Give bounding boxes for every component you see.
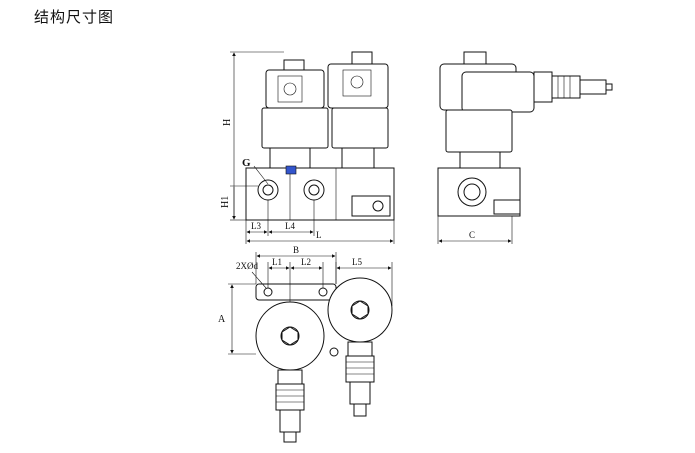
label-L5: L5 <box>352 257 362 267</box>
top-view <box>255 277 393 443</box>
label-C: C <box>469 230 475 240</box>
side-view <box>437 51 613 217</box>
label-A: A <box>218 314 226 325</box>
front-view <box>245 51 395 221</box>
side-dimensions <box>437 216 513 244</box>
page-title: 结构尺寸图 <box>34 8 115 26</box>
label-G: G <box>242 157 251 169</box>
label-B: B <box>293 245 299 255</box>
front-dimensions <box>230 51 395 244</box>
label-L3: L3 <box>251 221 261 231</box>
top-dimensions <box>228 252 393 355</box>
label-L: L <box>316 230 322 240</box>
label-holes: 2XØd <box>236 261 258 271</box>
label-H: H <box>222 119 233 126</box>
label-L2: L2 <box>301 257 311 267</box>
label-L4: L4 <box>285 221 295 231</box>
label-L1: L1 <box>272 257 282 267</box>
label-H1: H1 <box>220 196 231 208</box>
